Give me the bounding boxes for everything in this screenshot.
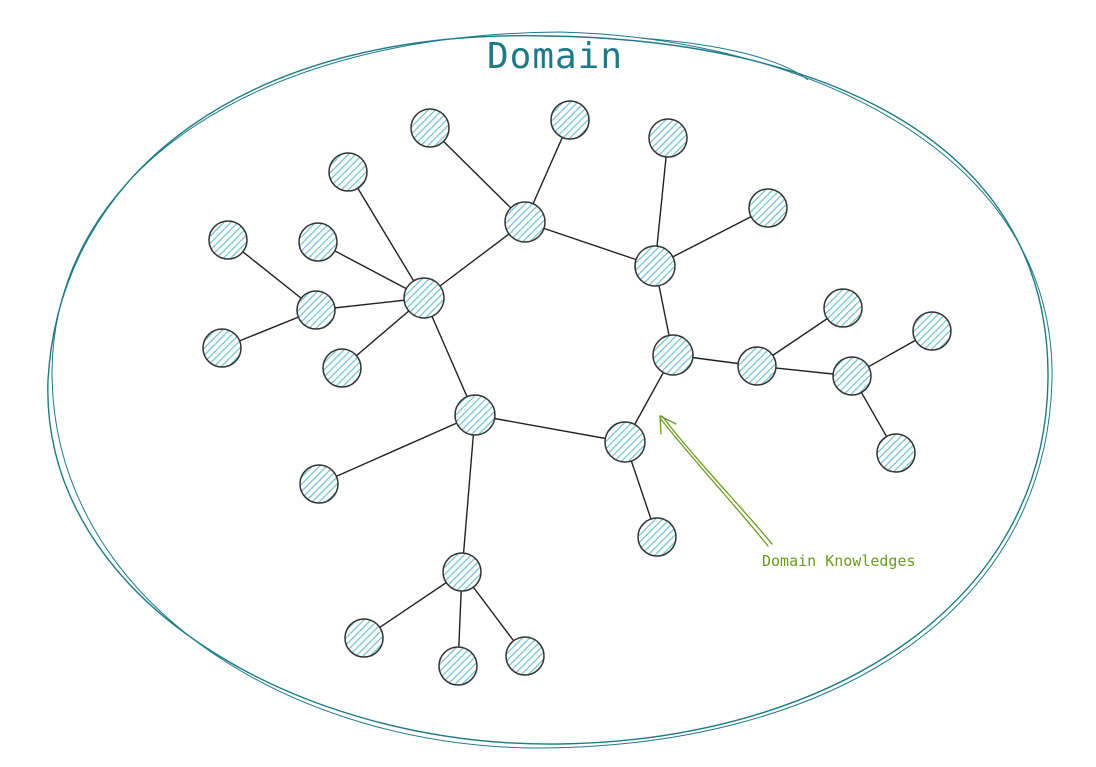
annotation-arrow-shaft (661, 415, 773, 545)
edge-hub-bottom-left-to-leaf (318, 414, 476, 485)
node (637, 517, 677, 557)
node (208, 220, 248, 260)
node (403, 277, 445, 319)
node (504, 201, 546, 243)
edge-hub-bottom-right-to-hub-bottom-left (474, 414, 626, 443)
node (604, 421, 646, 463)
node (832, 356, 872, 396)
node (299, 464, 339, 504)
node (438, 646, 478, 686)
node (912, 311, 952, 351)
edge-hub-right-top-to-leaf (654, 137, 669, 267)
node (442, 552, 482, 592)
domain-boundary-stroke-2 (51, 31, 1053, 749)
annotation-label: Domain Knowledges (762, 552, 916, 570)
node (550, 100, 590, 140)
node (298, 222, 338, 262)
domain-boundary (47, 31, 1053, 749)
annotation-arrow (659, 414, 773, 547)
edge-hub-left-to-leaf (347, 171, 425, 299)
node (505, 636, 545, 676)
node (737, 346, 777, 386)
node (410, 108, 450, 148)
node (823, 288, 863, 328)
domain-boundary-stroke-1 (47, 35, 1049, 745)
node (876, 433, 916, 473)
edges (221, 119, 933, 667)
domain-title: Domain (487, 36, 623, 77)
node (322, 348, 362, 388)
edge-hub-left-to-hub-top (423, 221, 526, 299)
edge-hub-top-to-leaf (429, 127, 526, 223)
node (454, 394, 496, 436)
edge-hub-bottom-left-to-subhub (461, 414, 476, 573)
edge-hub-top-to-hub-right-top (524, 221, 656, 267)
node (328, 152, 368, 192)
node (648, 118, 688, 158)
node (652, 334, 694, 376)
edge-hub-bottom-left-to-hub-left (423, 297, 476, 416)
edge-hub-right-top-to-leaf (654, 207, 769, 267)
domain-boundary-flourish (639, 37, 809, 81)
node (296, 290, 336, 330)
annotation-arrowhead (659, 414, 677, 435)
node (344, 618, 384, 658)
node (748, 188, 788, 228)
nodes (202, 100, 952, 686)
node (634, 245, 676, 287)
node (202, 328, 242, 368)
annotation-arrow-shaft-2 (659, 417, 769, 547)
